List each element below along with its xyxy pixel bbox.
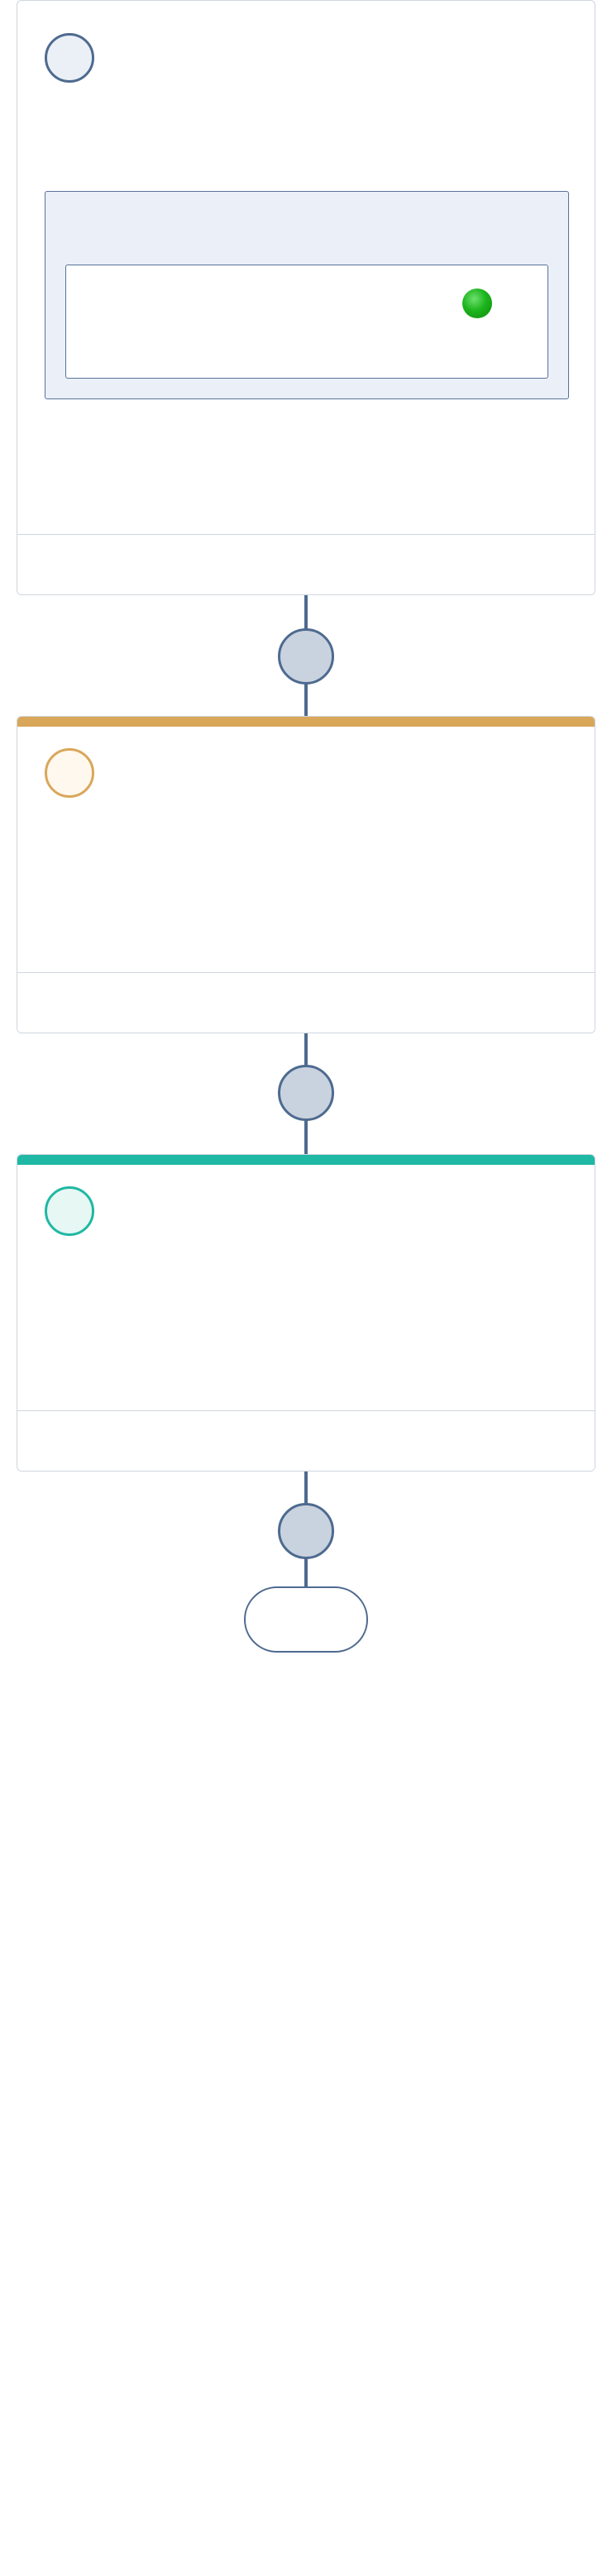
workflow-step-card-3 bbox=[17, 1154, 595, 1472]
step-1-status-circle-icon bbox=[45, 33, 94, 83]
step-3-status-circle-icon bbox=[45, 1186, 94, 1236]
step-2-status-circle-icon bbox=[45, 748, 94, 798]
connector-node-1[interactable] bbox=[278, 628, 334, 685]
status-indicator-green-icon bbox=[462, 289, 492, 318]
step-3-accent-bar bbox=[17, 1155, 595, 1165]
step-1-inner-panel bbox=[45, 191, 569, 399]
step-3-card-footer bbox=[17, 1410, 595, 1471]
connector-line-1a bbox=[304, 595, 308, 630]
connector-line-1b bbox=[304, 683, 308, 716]
connector-line-2b bbox=[304, 1119, 308, 1154]
workflow-end-node[interactable] bbox=[244, 1586, 368, 1653]
connector-node-2[interactable] bbox=[278, 1065, 334, 1121]
workflow-step-card-1 bbox=[17, 0, 595, 595]
workflow-step-card-2 bbox=[17, 716, 595, 1033]
step-2-card-footer bbox=[17, 972, 595, 1033]
step-2-accent-bar bbox=[17, 717, 595, 727]
step-1-card-footer bbox=[17, 534, 595, 594]
step-1-content-box[interactable] bbox=[65, 265, 548, 379]
connector-line-3a bbox=[304, 1472, 308, 1506]
connector-node-3[interactable] bbox=[278, 1503, 334, 1559]
connector-line-2a bbox=[304, 1033, 308, 1068]
connector-line-3b bbox=[304, 1558, 308, 1587]
